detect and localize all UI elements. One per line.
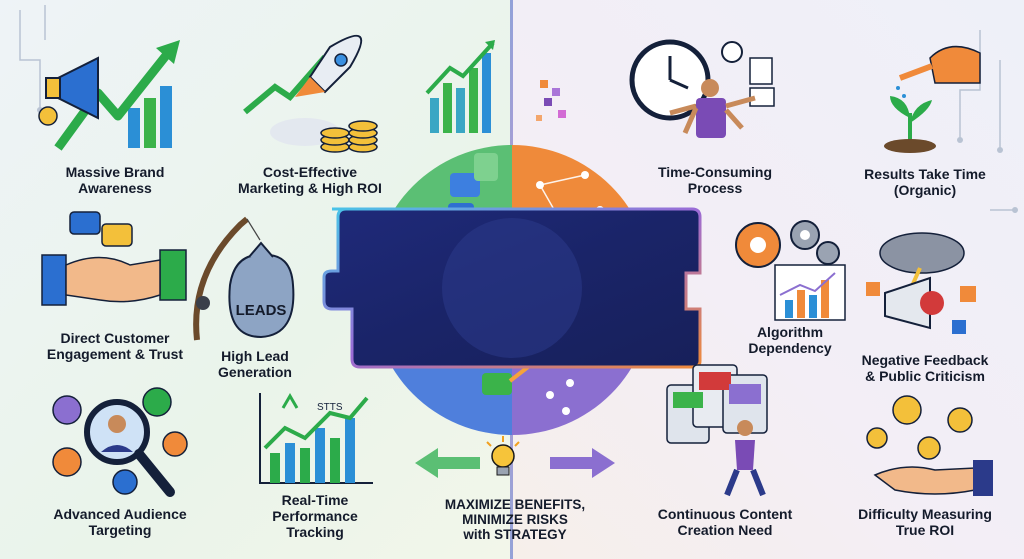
challenge-label-organic: Results Take Time (Organic) [864,166,986,198]
benefit-label-leads: High Lead Generation [218,348,292,380]
pixel-squares-decoration [536,80,566,121]
benefit-label-roi: Cost-Effective Marketing & High ROI [238,164,382,196]
challenge-label-content: Continuous Content Creation Need [657,506,793,538]
chart-mini-text: STTS [317,402,343,413]
center-banner [322,207,702,369]
handshake-chat-icon [41,211,187,306]
rocket-coins-icon [243,34,378,153]
performance-chart-icon: STTS [259,393,373,484]
fishing-leads-bag-icon: LEADS [193,216,295,341]
clock-multitask-icon [629,39,775,138]
benefit-label-targeting: Advanced Audience Targeting [53,506,187,538]
benefit-label-brand: Massive Brand Awareness [65,164,165,196]
challenge-label-time: Time-Consuming Process [657,164,773,196]
benefit-label-tracking: Real-Time Performance Tracking [272,492,358,540]
leads-bag-text: LEADS [236,302,287,319]
strategy-label: MAXIMIZE BENEFITS, MINIMIZE RISKS with S… [444,497,586,542]
megaphone-growth-icon [38,40,180,151]
storm-megaphone-icon [866,232,976,334]
growth-bars-icon [425,40,495,133]
challenge-label-algorithm: Algorithm Dependency [748,324,832,356]
lightbulb-icon [486,436,520,476]
watering-plant-icon [884,45,981,153]
strategy-arrows [415,448,615,478]
gears-chart-icon [735,220,846,321]
hand-coins-icon [866,395,993,496]
content-burden-icon [666,364,768,497]
challenge-label-feedback: Negative Feedback & Public Criticism [861,352,989,384]
benefit-label-engagement: Direct Customer Engagement & Trust [46,330,184,362]
challenge-label-roi-measure: Difficulty Measuring True ROI [858,506,992,538]
magnifier-audience-icon [52,387,188,497]
